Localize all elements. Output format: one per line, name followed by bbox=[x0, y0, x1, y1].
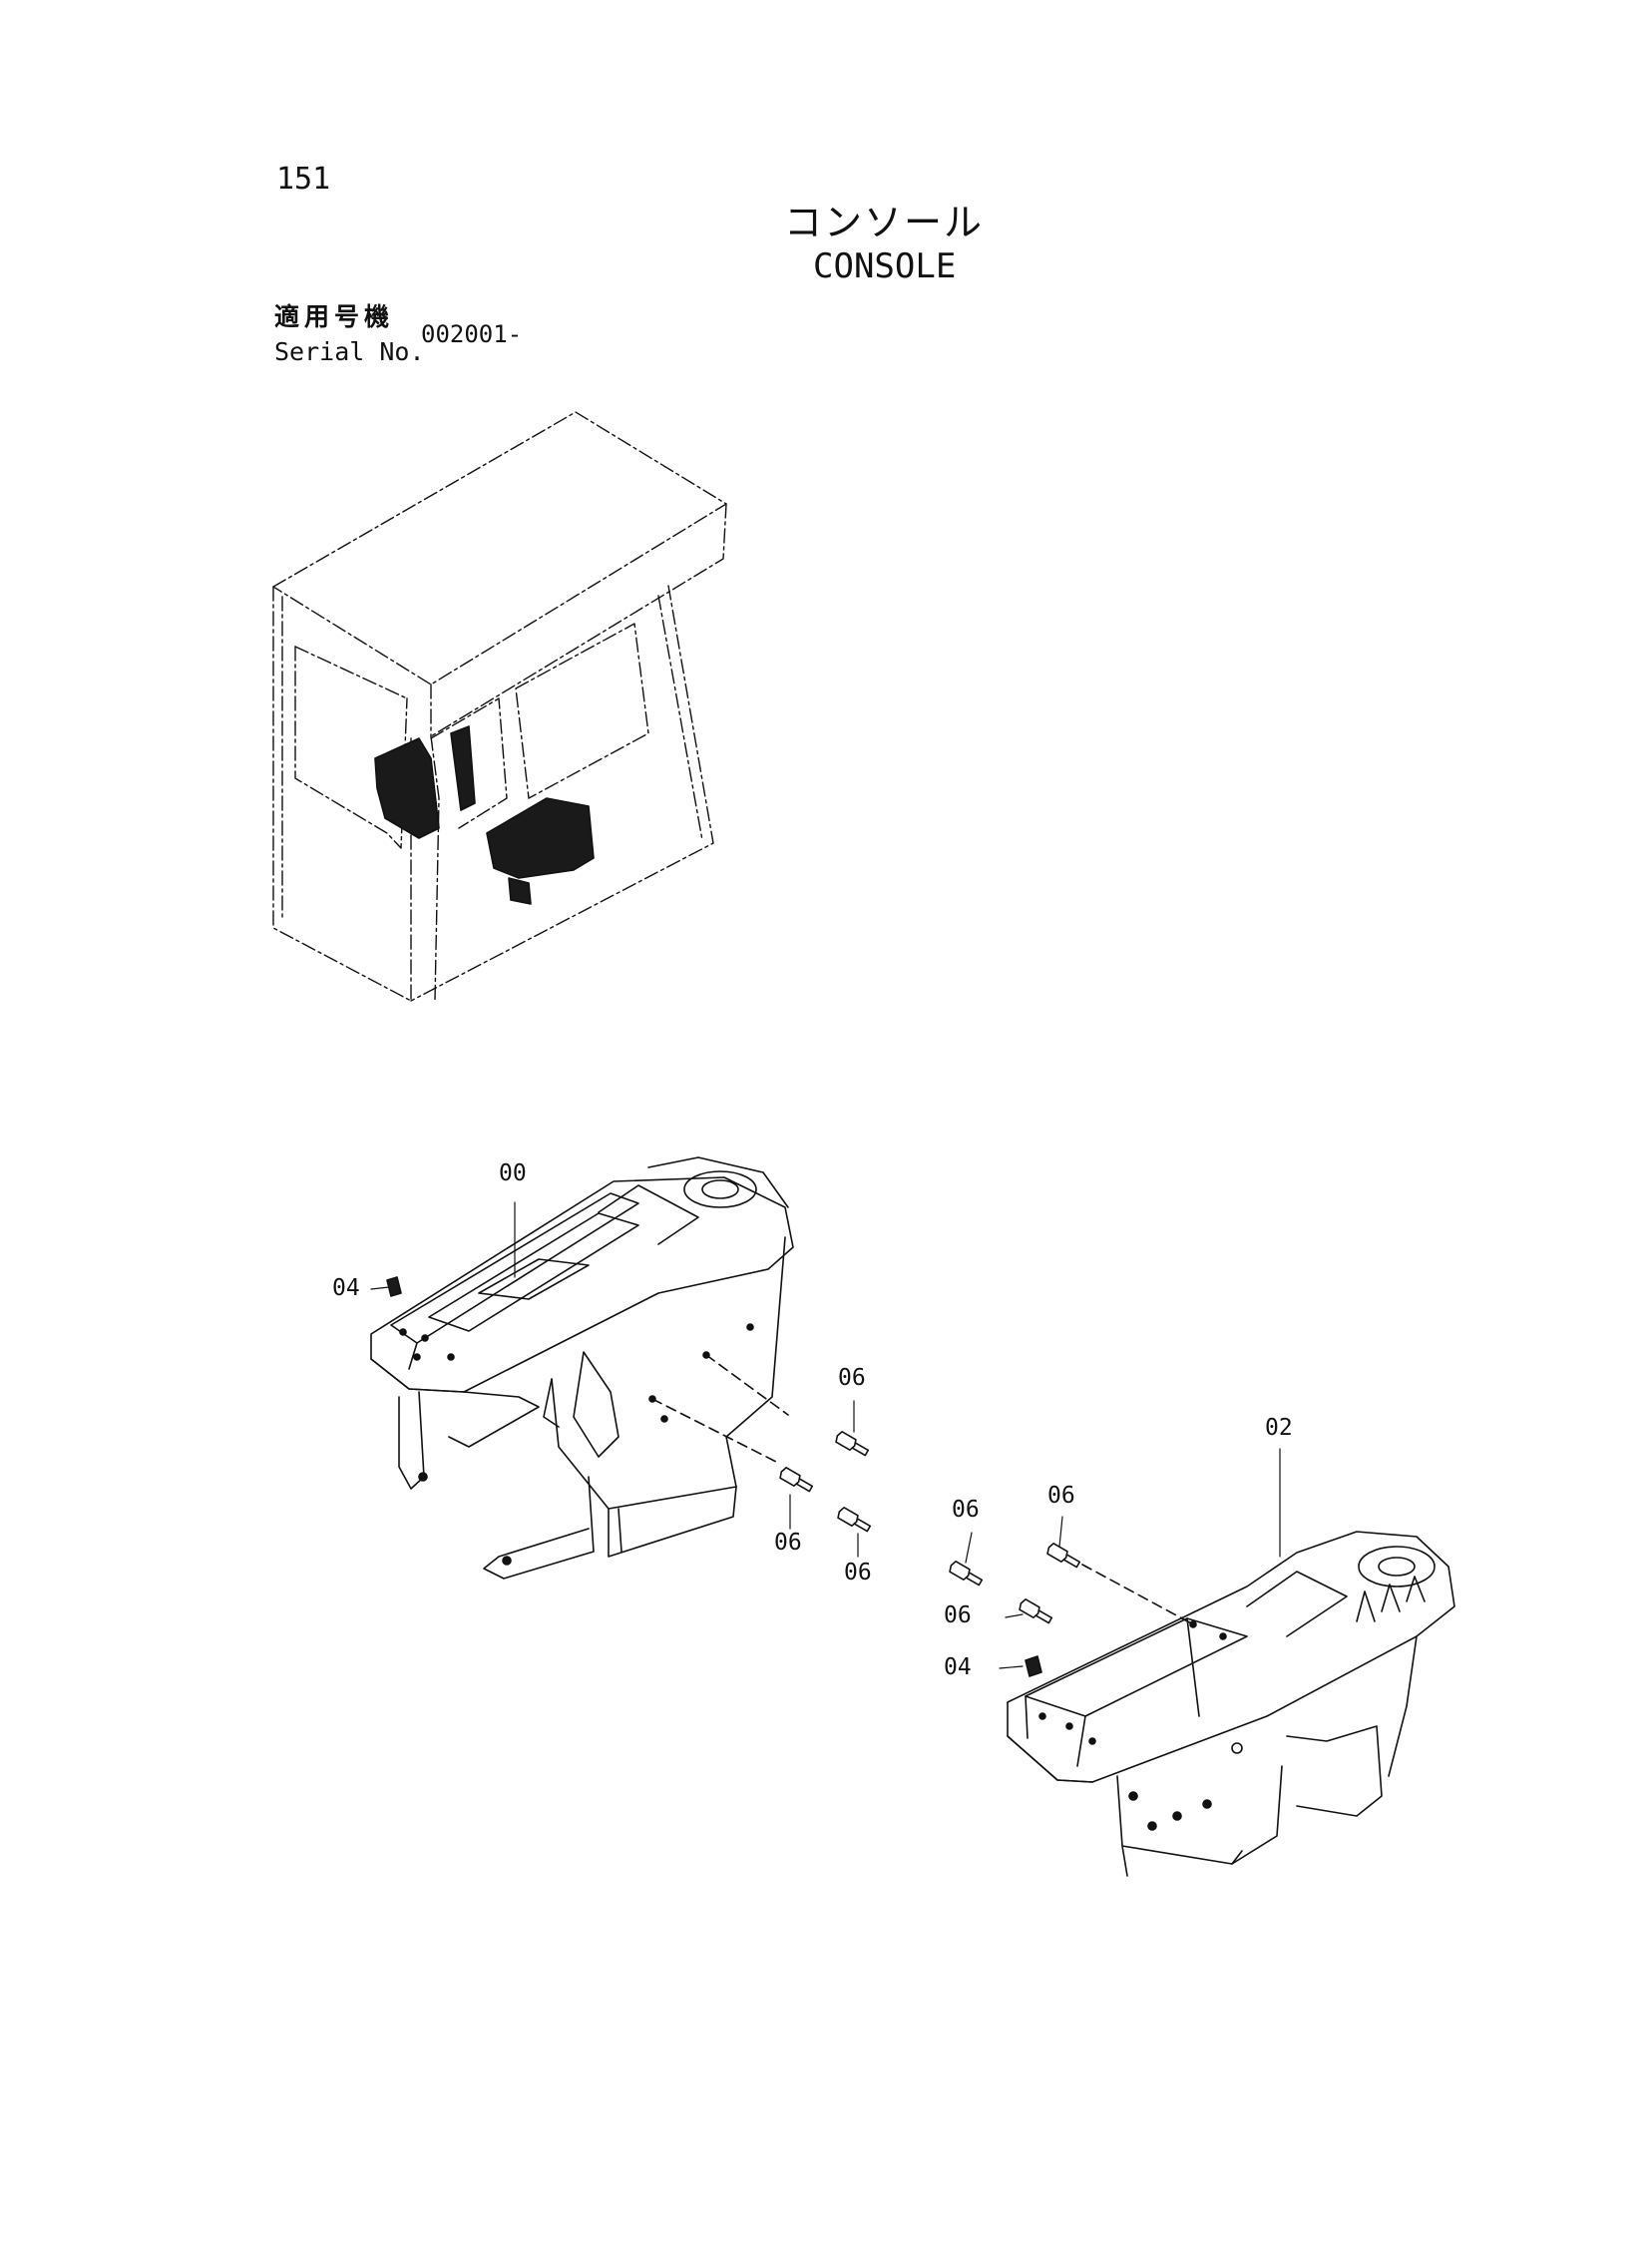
callout-06-b: 06 bbox=[774, 1530, 802, 1556]
serial-number-value: 002001- bbox=[421, 320, 523, 348]
callout-02: 02 bbox=[1265, 1415, 1293, 1441]
callout-06-e: 06 bbox=[1047, 1483, 1075, 1509]
callout-06-a: 06 bbox=[838, 1365, 866, 1391]
callout-leaders bbox=[370, 1201, 1281, 1669]
callout-00: 00 bbox=[499, 1160, 527, 1186]
page-title-en: CONSOLE bbox=[813, 246, 957, 286]
callout-04-right: 04 bbox=[944, 1654, 972, 1680]
serial-label-en: Serial No. bbox=[274, 337, 425, 366]
page-number: 151 bbox=[276, 162, 331, 197]
console-assembly-right bbox=[1007, 1531, 1455, 1877]
callout-06-d: 06 bbox=[952, 1497, 980, 1523]
callout-04-left: 04 bbox=[332, 1275, 360, 1301]
callout-06-f: 06 bbox=[944, 1602, 972, 1628]
bolt-group bbox=[779, 1431, 1081, 1624]
cab-overview-illustration bbox=[272, 411, 727, 1002]
page-title-jp: コンソール bbox=[784, 201, 985, 244]
callout-06-c: 06 bbox=[844, 1560, 872, 1586]
console-assembly-left bbox=[370, 1156, 794, 1580]
serial-label-jp: 適用号機 bbox=[274, 302, 395, 331]
